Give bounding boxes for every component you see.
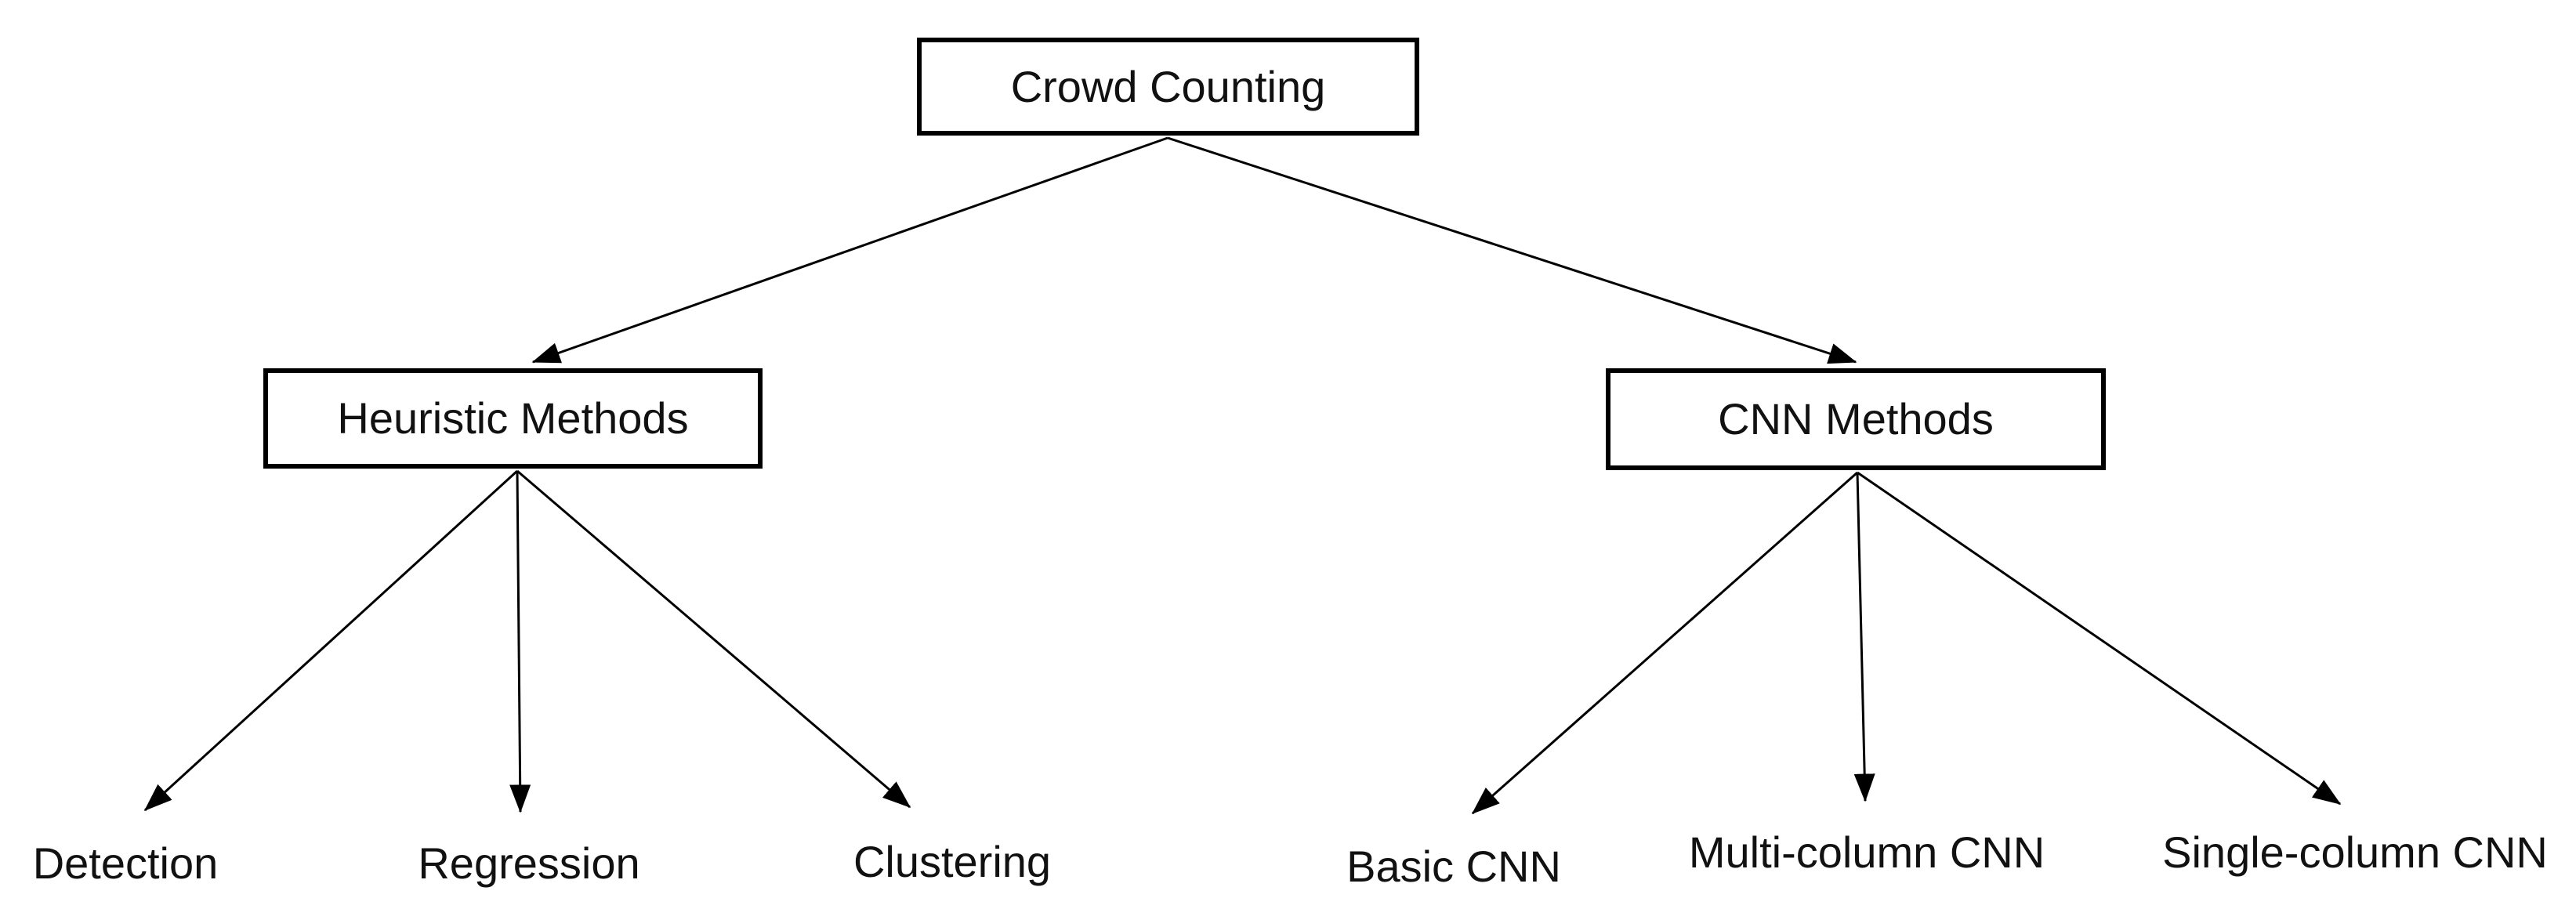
node-cnn-methods: CNN Methods — [1606, 368, 2106, 470]
node-cnn-methods-label: CNN Methods — [1718, 394, 1994, 444]
edge-heuristic-to-detection — [143, 469, 519, 812]
node-crowd-counting-label: Crowd Counting — [1010, 61, 1326, 111]
leaf-single-column-cnn: Single-column CNN — [2162, 827, 2548, 877]
edge-cnn-to-single-column — [1857, 471, 2342, 806]
edge-root-to-cnn — [1167, 136, 1857, 364]
edge-heuristic-to-clustering — [516, 469, 911, 809]
edge-cnn-to-multi-column — [1853, 472, 1875, 802]
node-crowd-counting: Crowd Counting — [917, 38, 1419, 136]
edge-root-to-heuristic — [531, 136, 1168, 364]
edge-cnn-to-basic — [1471, 471, 1858, 815]
leaf-basic-cnn: Basic CNN — [1346, 842, 1561, 891]
leaf-regression: Regression — [418, 838, 640, 888]
node-heuristic-methods-label: Heuristic Methods — [337, 393, 689, 443]
edge-heuristic-to-regression — [509, 470, 531, 813]
leaf-detection: Detection — [32, 838, 219, 888]
node-heuristic-methods: Heuristic Methods — [263, 368, 763, 469]
leaf-multi-column-cnn: Multi-column CNN — [1688, 827, 2045, 877]
leaf-clustering: Clustering — [853, 837, 1052, 886]
